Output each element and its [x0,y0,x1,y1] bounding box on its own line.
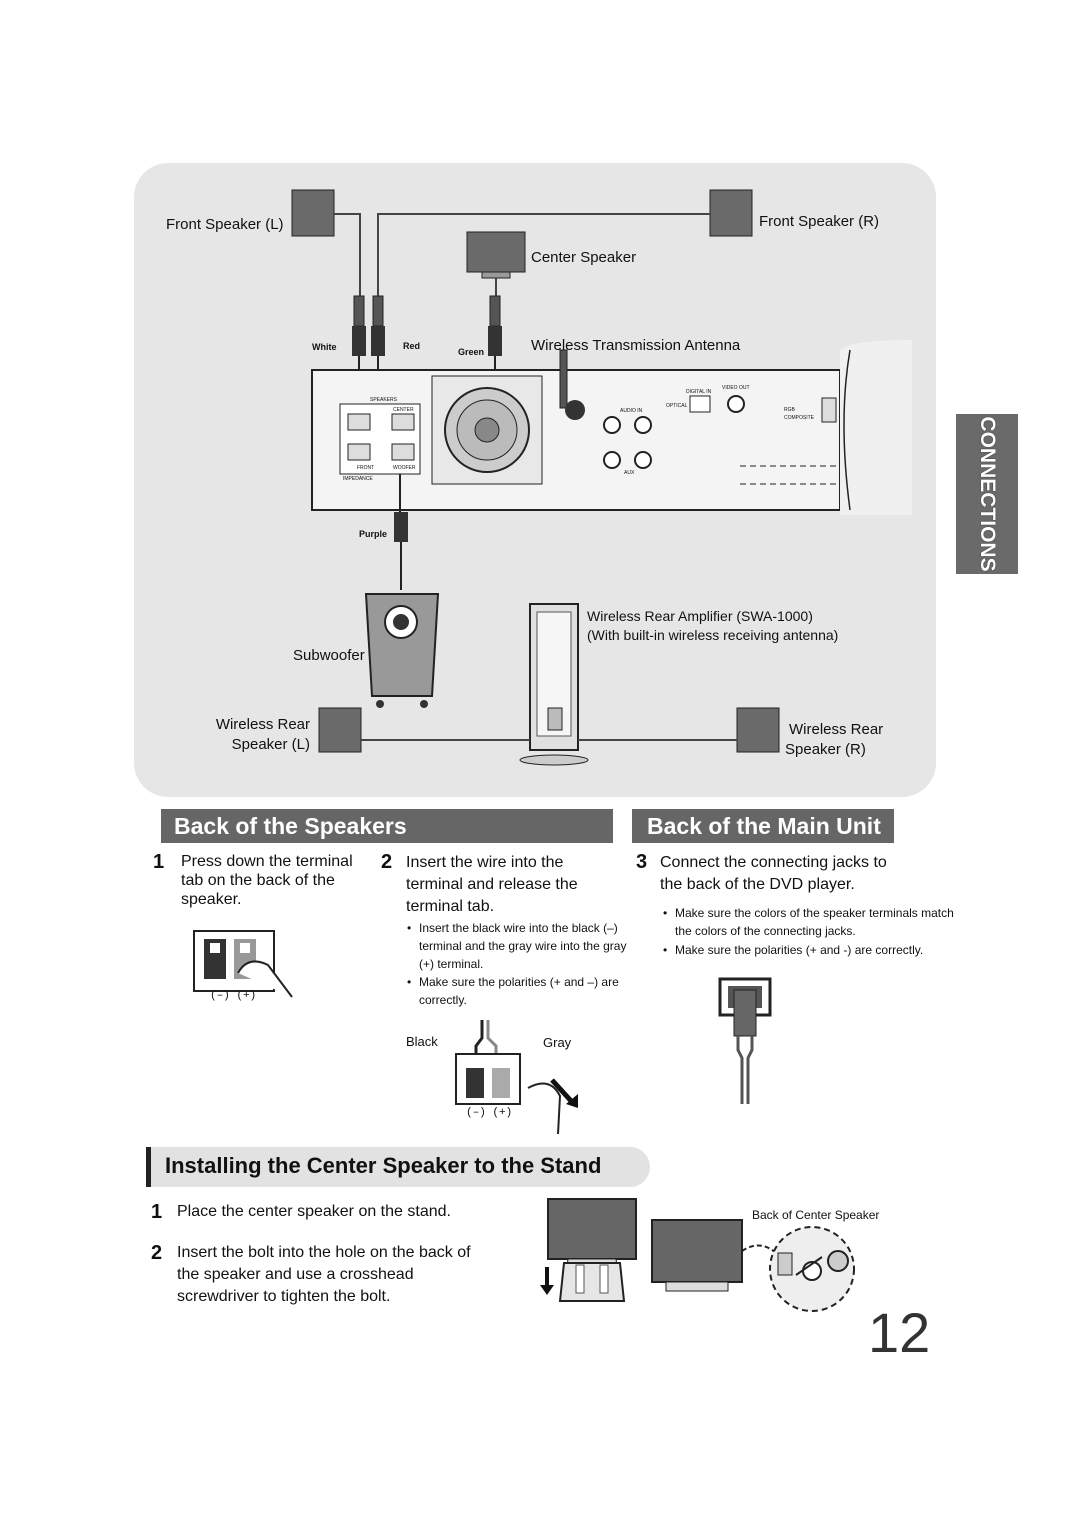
install-step2-text: Insert the bolt into the hole on the bac… [177,1244,471,1305]
panel-aux-label: AUX [624,470,635,476]
rear-right-label-line1: Wireless Rear [789,721,884,738]
panel-front-label: FRONT [357,465,375,471]
back-of-center-speaker-caption: Back of Center Speaker [752,1208,880,1222]
subwoofer-label: Subwoofer [293,647,365,664]
install-title: Installing the Center Speaker to the Sta… [165,1153,602,1178]
center-speaker-stand-illustration [540,1198,855,1312]
terminal-press-illustration [193,930,293,998]
speakers-step2-text: Insert the wire into the terminal and re… [406,854,578,915]
back-of-main-unit-header: Back of the Main Unit [632,809,894,843]
speakers-step2-number: 2 [381,851,393,873]
wireless-antenna-label: Wireless Transmission Antenna [531,337,741,354]
rear-speaker-right-icon [736,707,780,753]
connections-tab-label: CONNECTIONS [976,416,999,572]
speakers-bullet-2: Make sure the polarities (+ and –) are c… [407,973,631,1009]
panel-audio-in-label: AUDIO IN [620,408,643,414]
panel-woofer-label: WOOFER [393,465,416,471]
wire-red-label: Red [403,341,421,351]
wire-connectors-icon [352,295,502,356]
main-unit-step3-number: 3 [636,851,648,873]
panel-speakers-label: SPEAKERS [370,397,397,403]
back-of-speakers-title: Back of the Speakers [174,813,407,839]
back-of-speakers-header: Back of the Speakers [161,809,613,843]
install-step1-text: Place the center speaker on the stand. [177,1203,451,1220]
panel-rgb-label: RGB [784,407,795,413]
speakers-step1-text: Press down the terminal tab on the back … [181,853,353,908]
connection-diagram [291,189,912,766]
center-speaker-icon [466,231,526,273]
gray-wire-label: Gray [543,1035,572,1050]
panel-center-label: CENTER [393,407,414,413]
subwoofer-icon [364,593,440,708]
wireless-rear-amplifier-icon [519,603,589,766]
wire-insert-illustration [455,1020,578,1135]
rear-right-label-line2: Speaker (R) [785,741,866,758]
main-unit-bullet-2: Make sure the polarities (+ and -) are c… [663,941,965,959]
page-number: 12 [868,1301,931,1364]
panel-composite-label: COMPOSITE [784,415,815,421]
install-header-accent [146,1147,151,1187]
install-step2-number: 2 [151,1242,163,1264]
connector-jack-illustration [718,977,772,1104]
panel-optical-label: OPTICAL [666,403,688,409]
front-speaker-left-label: Front Speaker (L) [166,216,284,233]
panel-video-out-label: VIDEO OUT [722,385,750,391]
speakers-bullet-1: Insert the black wire into the black (–)… [407,919,631,973]
install-step1-number: 1 [151,1201,163,1223]
front-speaker-right-icon [709,189,753,237]
panel-digital-in-label: DIGITAL IN [686,389,712,395]
main-unit-step3-text: Connect the connecting jacks to the back… [660,854,887,893]
front-speaker-left-icon [291,189,335,237]
connections-side-tab: CONNECTIONS [956,414,1018,574]
wire-purple-label: Purple [359,529,388,539]
main-unit-bullet-1: Make sure the colors of the speaker term… [663,904,960,940]
rear-left-label-line1: Wireless Rear [215,716,310,733]
install-center-speaker-header: Installing the Center Speaker to the Sta… [146,1147,650,1187]
center-speaker-label: Center Speaker [531,249,637,266]
rear-left-label-line2: Speaker (L) [231,736,310,753]
back-of-main-unit-title: Back of the Main Unit [647,813,881,839]
speakers-step1-number: 1 [153,851,165,873]
rear-amp-label-line2: (With built-in wireless receiving antenn… [587,627,839,643]
wire-green-label: Green [458,347,485,357]
polarity-label-1: (–) (+) [210,990,257,1002]
wire-white-label: White [312,342,337,352]
front-speaker-right-label: Front Speaker (R) [759,213,880,230]
polarity-label-2: (–) (+) [466,1107,513,1119]
rear-speaker-left-icon [318,707,362,753]
rear-amp-label-line1: Wireless Rear Amplifier (SWA-1000) [587,608,813,624]
panel-impedance-label: IMPEDANCE [343,476,373,482]
black-wire-label: Black [406,1034,438,1049]
main-unit-back-icon [311,340,912,515]
